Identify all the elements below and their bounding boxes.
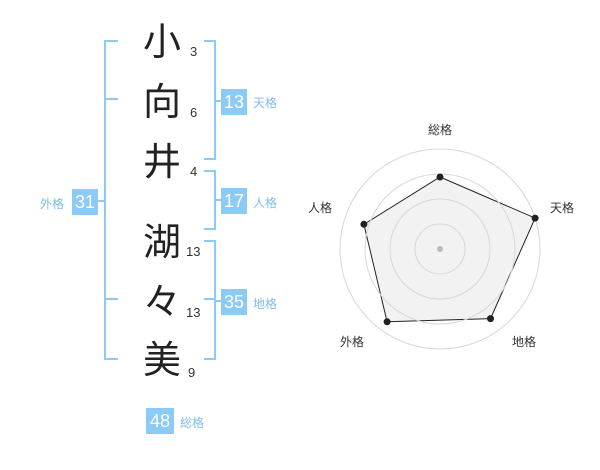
jinkaku-value: 17 [221,188,247,214]
stroke-count-3: 4 [190,164,198,179]
chikaku-label: 地格 [253,297,278,311]
axis-label-gaikaku: 外格 [340,334,364,349]
name-char-5: 々 [142,280,181,324]
soukaku-value: 48 [146,408,174,434]
axis-label-soukaku: 総格 [428,122,452,137]
jinkaku-label: 人格 [253,196,278,210]
stroke-count-2: 6 [190,105,198,120]
radar-point-3 [487,315,494,323]
radar-area [363,176,536,323]
tenkaku-connector [215,100,222,102]
gaikaku-tick-1 [104,98,118,100]
name-char-4: 湖 [142,220,181,264]
radar-point-5 [360,220,368,228]
gaikaku-bracket [104,40,118,360]
fortune-radar-chart: 総格 天格 地格 外格 人格 [308,122,574,350]
chikaku-connector [215,300,222,302]
radar-point-1 [436,173,444,181]
radar-inner-ring-2 [389,198,491,300]
name-char-2: 向 [142,80,181,124]
tenkaku-value: 13 [221,89,247,115]
radar-center [437,246,443,252]
name-char-3: 井 [142,140,181,184]
stroke-count-5: 13 [186,305,201,320]
stroke-count-4: 13 [186,244,201,259]
name-char-6: 美 [142,338,181,382]
axis-label-jinkaku: 人格 [308,200,332,215]
gaikaku-value: 31 [72,189,98,215]
gaikaku-tick-2 [104,298,118,300]
radar-points [360,173,539,326]
gaikaku-label: 外格 [40,197,65,211]
axis-label-chikaku: 地格 [512,334,536,349]
chikaku-tick [204,298,216,300]
tenkaku-label: 天格 [253,96,278,110]
axis-label-tenkaku: 天格 [550,200,574,215]
name-char-1: 小 [142,20,181,64]
radar-inner-ring-1 [414,223,466,275]
jinkaku-connector [215,199,222,201]
chikaku-value: 35 [221,289,247,315]
soukaku-label: 総格 [180,416,205,430]
gaikaku-connector [98,200,106,202]
stroke-count-6: 9 [188,365,196,380]
radar-point-4 [383,318,391,326]
radar-point-2 [531,214,539,222]
stroke-count-1: 3 [190,44,198,59]
